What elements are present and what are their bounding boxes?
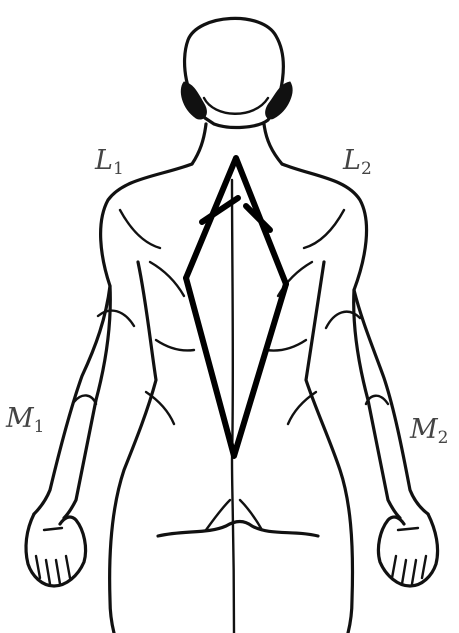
neck-right <box>264 124 282 164</box>
label-M2-letter: M <box>410 414 438 445</box>
label-M2-subscript: 2 <box>438 428 449 448</box>
label-L2-letter: L <box>343 145 361 176</box>
right-ear-shadow <box>266 82 292 119</box>
label-L1-letter: L <box>95 145 113 176</box>
hairline <box>204 98 268 114</box>
label-M1-letter: M <box>6 403 34 434</box>
neck-left <box>192 124 206 164</box>
left-fingers <box>36 528 70 584</box>
label-L1-subscript: 1 <box>113 159 124 179</box>
left-shoulder-arm-outline <box>34 164 192 514</box>
left-torso-side <box>110 262 156 633</box>
spine-line <box>232 180 234 633</box>
label-L1: L1 <box>95 147 124 178</box>
label-M1: M1 <box>6 405 44 436</box>
right-torso-side <box>306 262 353 633</box>
left-ear-shadow <box>181 82 206 119</box>
label-M2: M2 <box>410 416 448 447</box>
label-L2: L2 <box>343 147 372 178</box>
label-L2-subscript: 2 <box>361 159 372 179</box>
buttocks-line <box>158 522 318 537</box>
right-deltoid <box>304 210 360 328</box>
label-M1-subscript: 1 <box>34 417 45 437</box>
lower-v-shape <box>186 278 286 456</box>
right-hand <box>378 514 437 586</box>
right-fingers <box>392 528 426 584</box>
left-hand <box>26 514 86 586</box>
left-forearm-muscle <box>74 395 96 404</box>
